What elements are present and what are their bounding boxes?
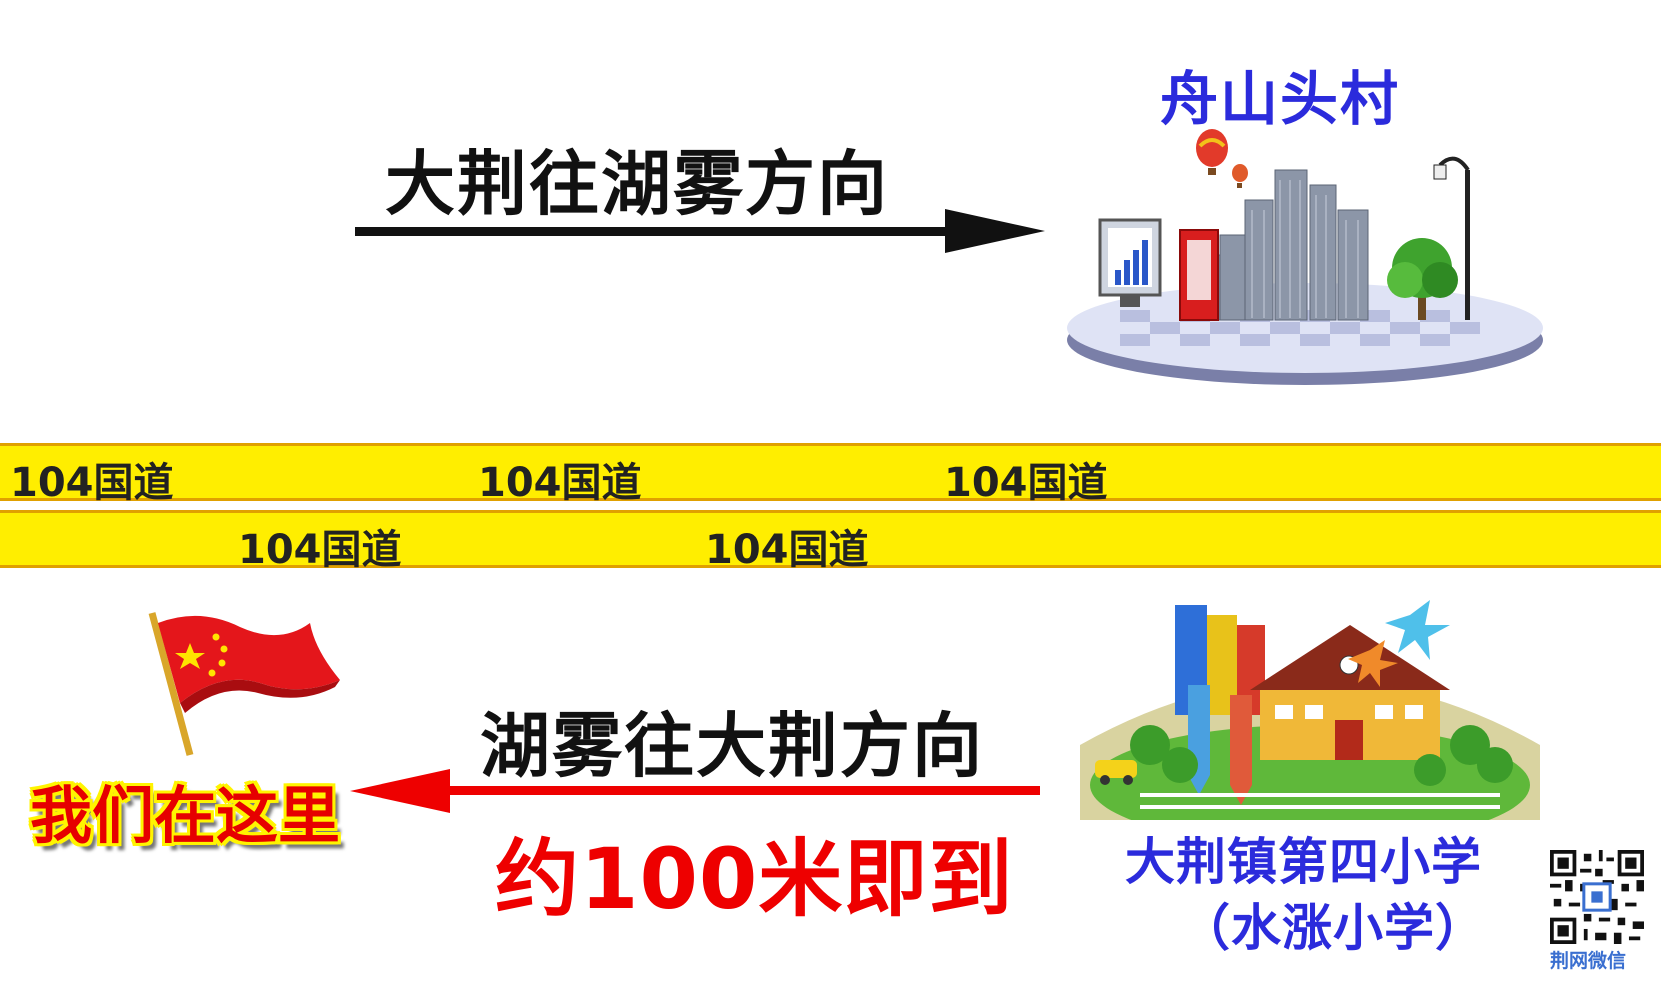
distance-label: 约100米即到 (495, 830, 1014, 928)
current-location-label: 我们在这里 (30, 779, 341, 852)
westbound-arrow-icon (350, 769, 1040, 813)
hot-air-balloon-icon (1196, 129, 1248, 188)
school-name-label: 大荆镇第四小学 (1125, 833, 1482, 891)
road-label: 104国道 (705, 527, 869, 573)
school-alias-label: （水涨小学） (1180, 899, 1486, 957)
road-label: 104国道 (478, 460, 642, 506)
village-name-label: 舟山头村 (1160, 65, 1401, 133)
eastbound-arrow-icon (355, 209, 1045, 253)
city-buildings-icon (1067, 156, 1543, 385)
westbound-direction-label: 湖雾往大荆方向 (480, 705, 984, 787)
qr-caption-label: 荆网微信 (1550, 950, 1627, 972)
eastbound-direction-label: 大荆往湖雾方向 (385, 143, 889, 225)
road-band-upper: 104国道 104国道 104国道 (0, 443, 1661, 506)
road-label: 104国道 (944, 460, 1108, 506)
road-label: 104国道 (10, 460, 174, 506)
road-label: 104国道 (238, 527, 402, 573)
road-band-lower: 104国道 104国道 (0, 510, 1661, 573)
chinese-flag-icon (148, 612, 340, 756)
qr-code-icon (1550, 850, 1644, 944)
school-building-icon (1080, 600, 1540, 820)
